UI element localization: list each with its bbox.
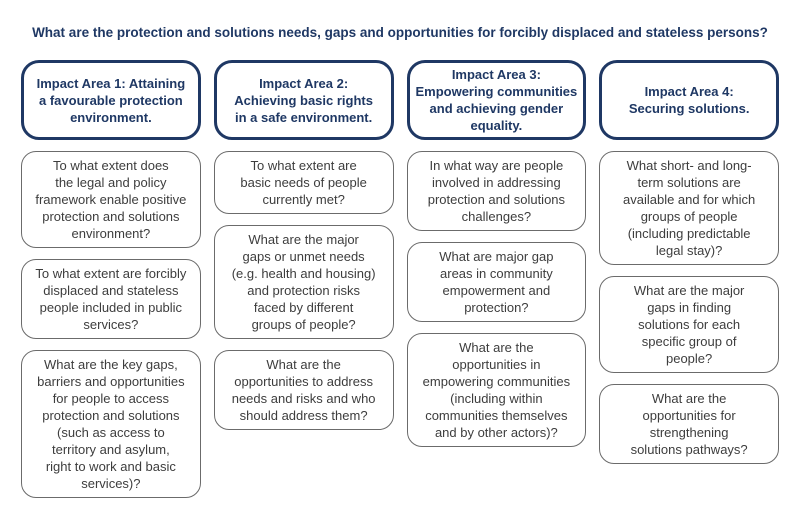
impact-area-1-header: Impact Area 1: Attaining a favourable pr… [21,60,201,140]
question-box: What are the major gaps or unmet needs (… [213,225,394,339]
impact-area-column-1: Impact Area 1: Attaining a favourable pr… [21,60,201,498]
impact-area-3-header: Impact Area 3: Empowering communities an… [406,60,587,140]
question-box: What are the major gaps in finding solut… [599,276,779,373]
question-box: What are the opportunities for strengthe… [599,384,779,464]
impact-area-column-3: Impact Area 3: Empowering communities an… [406,60,587,447]
question-box: What are major gap areas in community em… [406,242,587,322]
question-box: What are the key gaps, barriers and oppo… [21,350,201,498]
impact-area-column-2: Impact Area 2: Achieving basic rights in… [213,60,394,430]
question-box: To what extent are forcibly displaced an… [21,259,201,339]
question-box: In what way are people involved in addre… [406,151,587,231]
impact-area-2-header: Impact Area 2: Achieving basic rights in… [213,60,394,140]
page-title: What are the protection and solutions ne… [32,25,768,40]
question-box: What short- and long- term solutions are… [599,151,779,265]
question-box: What are the opportunities in empowering… [406,333,587,447]
impact-area-column-4: Impact Area 4: Securing solutions. What … [599,60,779,464]
question-box: What are the opportunities to address ne… [213,350,394,430]
impact-area-4-header: Impact Area 4: Securing solutions. [599,60,779,140]
question-box: To what extent are basic needs of people… [213,151,394,214]
question-box: To what extent does the legal and policy… [21,151,201,248]
columns-container: Impact Area 1: Attaining a favourable pr… [0,60,800,498]
